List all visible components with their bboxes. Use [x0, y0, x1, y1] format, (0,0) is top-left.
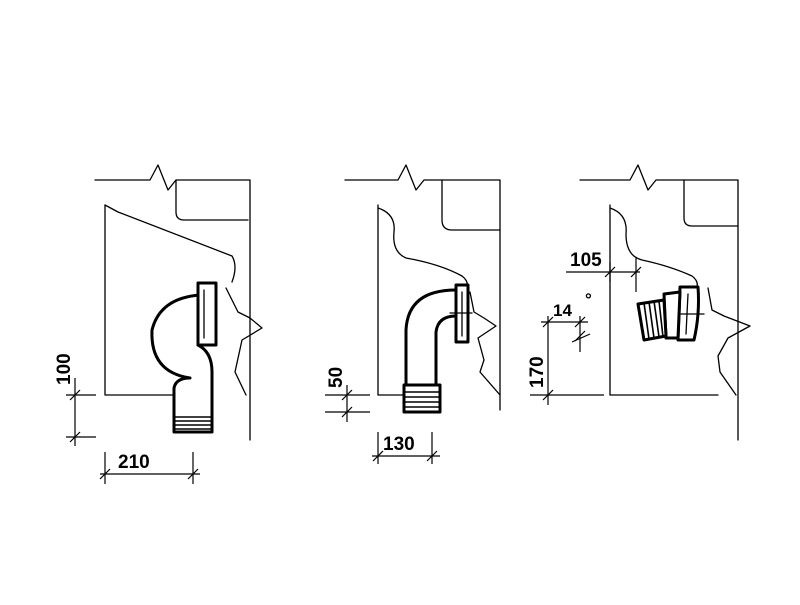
dimension-right-offset: 105 — [566, 250, 642, 292]
threads-left — [173, 416, 213, 430]
wall-break-middle — [469, 291, 501, 396]
dimension-right-height: 170 — [527, 316, 604, 405]
dim-label-14: 14 — [553, 301, 572, 320]
wall-outline-right — [579, 164, 739, 441]
wall-break-left — [225, 287, 263, 396]
dimension-left-width: 210 — [99, 452, 200, 484]
connector-spigot-middle — [402, 383, 442, 414]
floor-line-middle — [377, 204, 405, 396]
panel-left: 100 210 — [54, 164, 263, 484]
floor-line-left — [104, 204, 176, 396]
dim-label-100: 100 — [54, 353, 75, 385]
dimension-middle-height: 50 — [325, 367, 370, 422]
pan-profile-left — [175, 179, 249, 221]
connector-right — [636, 285, 705, 342]
wall-break-right — [707, 287, 751, 396]
threads-right — [643, 300, 664, 340]
connector-left — [150, 281, 218, 434]
connector-socket-left — [196, 281, 218, 347]
pan-profile-middle — [441, 179, 501, 231]
dim-label-105: 105 — [570, 250, 602, 271]
dim-label-50: 50 — [326, 367, 347, 388]
dimension-middle-width: 130 — [372, 432, 440, 464]
dim-label-210: 210 — [118, 452, 150, 473]
wall-outline-left — [94, 164, 251, 441]
dim-label-170: 170 — [527, 356, 548, 388]
connector-bend-middle — [404, 288, 458, 387]
connector-bend-left — [150, 293, 202, 380]
dimension-left-height: 100 — [54, 353, 96, 446]
pan-bowl-right — [609, 207, 698, 291]
pan-bowl-middle — [377, 207, 468, 291]
pan-profile-right — [683, 179, 739, 227]
connector-middle — [402, 283, 473, 414]
dim-label-degree: ° — [585, 290, 592, 309]
connector-pipe-left — [172, 343, 214, 434]
pan-bowl-left — [104, 204, 236, 283]
panel-middle: 50 130 — [325, 164, 501, 464]
wall-outline-middle — [344, 164, 501, 411]
panel-right: 105 14 ° 170 — [527, 164, 751, 441]
dim-label-130: 130 — [383, 434, 415, 455]
threads-middle — [403, 391, 441, 408]
